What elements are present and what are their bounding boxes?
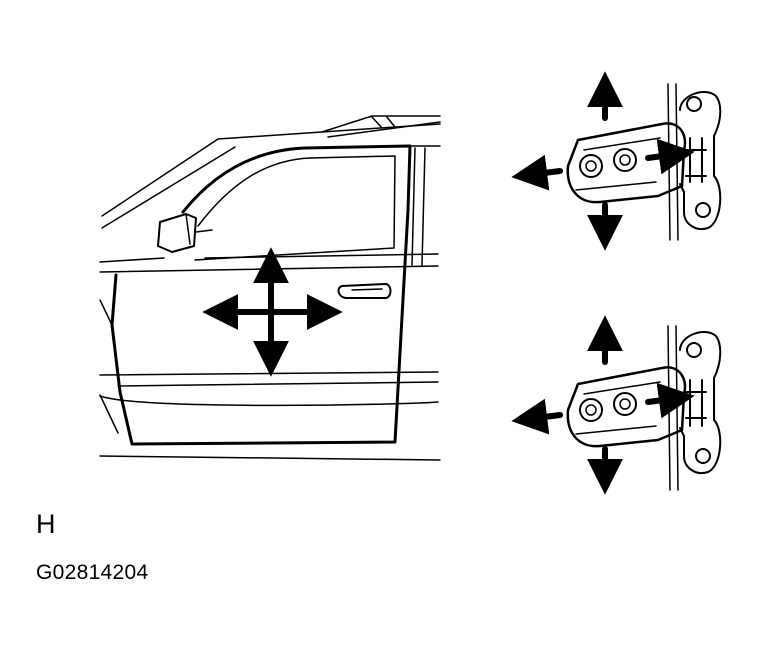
vehicle-door-illustration [99,115,441,461]
view-label: H [36,509,56,539]
upper-hinge-illustration [511,71,722,251]
figure-code: G02814204 [36,561,149,584]
hinge-adjust-arrows-icon [511,315,695,495]
lower-hinge-illustration [511,315,722,495]
four-way-move-arrows-icon [202,247,343,377]
hinge-adjust-arrows-icon [511,71,695,251]
